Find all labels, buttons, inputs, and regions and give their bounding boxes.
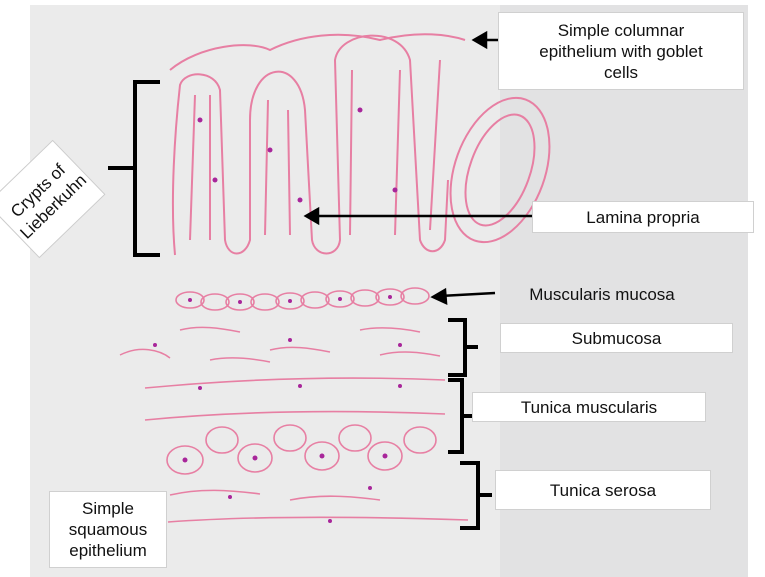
label-simple-columnar-line3: cells <box>603 62 638 82</box>
label-simple-squamous-line1: Simple <box>82 499 134 518</box>
submucosa-fibers <box>119 326 441 363</box>
label-simple-columnar: Simple columnar epithelium with goblet c… <box>498 12 744 90</box>
tunica-muscularis-layer <box>144 377 446 475</box>
bracket-crypts <box>108 80 160 257</box>
label-simple-squamous: Simple squamous epithelium <box>49 491 167 568</box>
label-muscularis-mucosa: Muscularis mucosa <box>497 280 707 308</box>
label-crypts-of-lieberkuhn: Crypts of Lieberkuhn <box>0 139 106 259</box>
label-simple-columnar-line2: epithelium with goblet <box>539 41 703 61</box>
label-tunica-muscularis-text: Tunica muscularis <box>520 397 658 417</box>
label-crypts-rotated-box: Crypts of Lieberkuhn <box>0 139 106 259</box>
label-tunica-serosa: Tunica serosa <box>495 470 711 510</box>
label-submucosa-text: Submucosa <box>571 328 662 348</box>
label-simple-squamous-line2: squamous <box>68 520 148 539</box>
label-tunica-muscularis: Tunica muscularis <box>472 392 706 422</box>
label-simple-columnar-line1: Simple columnar <box>557 20 685 40</box>
mucosa-villi <box>169 33 551 256</box>
label-lamina-propria: Lamina propria <box>532 201 754 233</box>
muscularis-mucosa-layer <box>175 287 430 311</box>
label-lamina-propria-text: Lamina propria <box>586 207 700 227</box>
bracket-submucosa <box>448 318 478 377</box>
label-simple-squamous-line3: epithelium <box>69 541 147 560</box>
nuclei-dots <box>153 107 402 523</box>
label-tunica-serosa-text: Tunica serosa <box>549 480 657 500</box>
label-submucosa: Submucosa <box>500 323 733 353</box>
bracket-tunica-serosa <box>460 461 492 530</box>
serosa-layer <box>167 489 469 523</box>
label-muscularis-mucosa-text: Muscularis mucosa <box>529 284 675 304</box>
